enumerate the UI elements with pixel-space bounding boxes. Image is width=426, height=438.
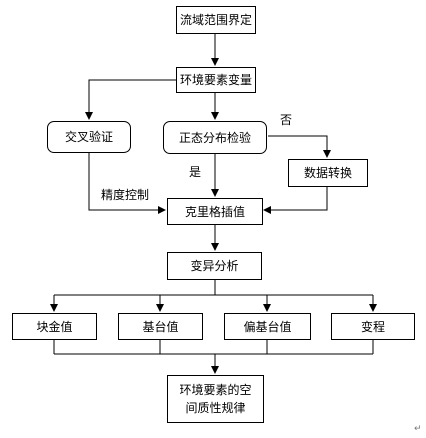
node-variables-label: 环境要素变量 bbox=[179, 73, 252, 87]
node-range-label: 变程 bbox=[360, 319, 385, 334]
node-result-label-line2: 间质性规律 bbox=[185, 401, 246, 415]
edge-variables-to-cross-validation bbox=[85, 79, 178, 120]
node-cross-validation-label: 交叉验证 bbox=[64, 130, 113, 144]
node-partial-sill: 偏基台值 bbox=[224, 313, 311, 340]
edge-label-yes: 是 bbox=[189, 165, 202, 179]
node-sill: 基台值 bbox=[118, 313, 203, 340]
node-partial-sill-label: 偏基台值 bbox=[243, 319, 292, 334]
node-nugget: 块金值 bbox=[12, 313, 97, 340]
node-normality-test-label: 正态分布检验 bbox=[178, 130, 251, 145]
node-watershed-label: 流域范围界定 bbox=[179, 13, 252, 27]
node-kriging-label: 克里格插值 bbox=[184, 204, 245, 219]
edge-label-precision-control: 精度控制 bbox=[101, 188, 150, 202]
edge-transform-to-kriging bbox=[263, 187, 328, 214]
node-data-transform-label: 数据转换 bbox=[303, 166, 352, 180]
node-result-label-line1: 环境要素的空 bbox=[179, 383, 252, 397]
node-variogram-analysis: 变异分析 bbox=[167, 252, 262, 280]
paragraph-mark: ↵ bbox=[414, 424, 422, 434]
node-nugget-label: 块金值 bbox=[36, 319, 73, 334]
node-sill-label: 基台值 bbox=[142, 319, 179, 334]
node-range: 变程 bbox=[331, 313, 415, 340]
node-normality-test: 正态分布检验 bbox=[163, 121, 267, 154]
node-variables: 环境要素变量 bbox=[176, 67, 256, 93]
node-data-transform: 数据转换 bbox=[288, 159, 368, 187]
edge-normality-to-transform bbox=[268, 135, 331, 158]
node-variogram-analysis-label: 变异分析 bbox=[190, 259, 239, 273]
node-cross-validation: 交叉验证 bbox=[47, 121, 131, 153]
edge-label-no: 否 bbox=[280, 113, 293, 127]
edge-crossval-to-kriging bbox=[88, 153, 166, 214]
node-watershed: 流域范围界定 bbox=[176, 6, 256, 34]
node-kriging: 克里格插值 bbox=[167, 198, 263, 225]
node-result: 环境要素的空 间质性规律 bbox=[167, 375, 264, 423]
